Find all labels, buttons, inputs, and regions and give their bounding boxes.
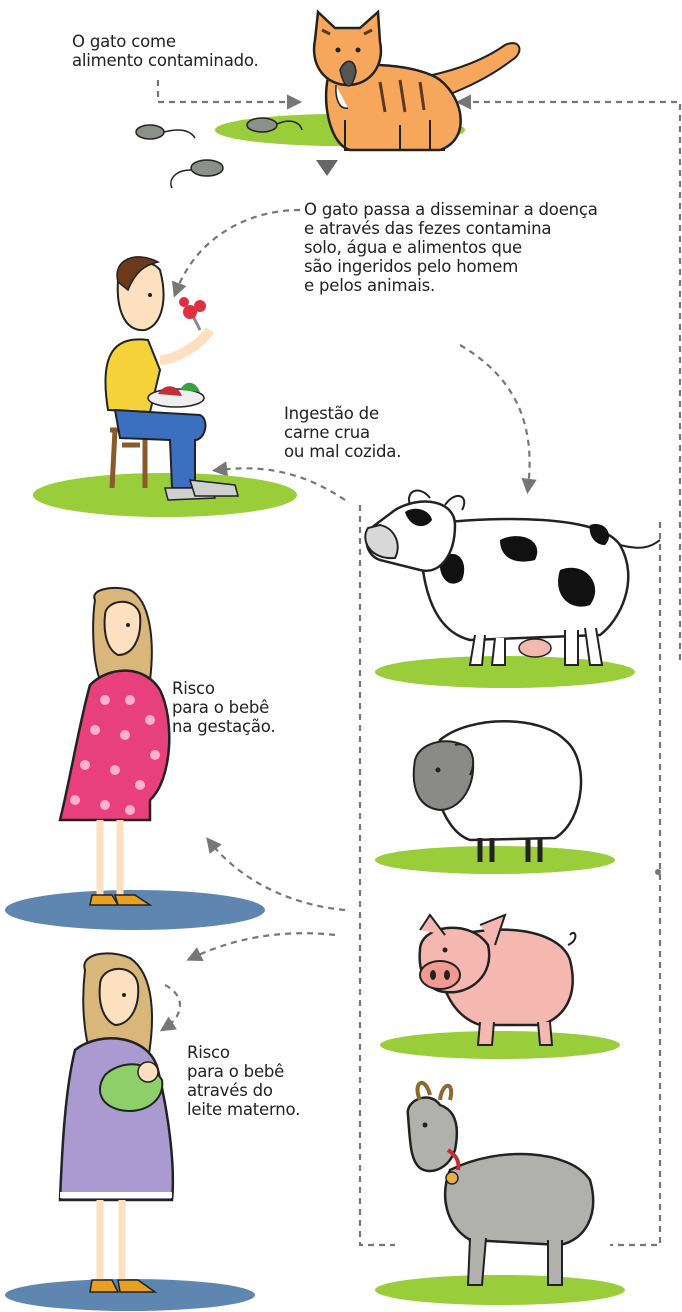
cow-illustration: [364, 489, 661, 688]
arrow-to-man: [171, 208, 301, 298]
sheep-illustration: [375, 720, 615, 874]
pregnant-woman-illustration: [5, 587, 265, 930]
caption-cat-spreads: O gato passa a disseminar a doença e atr…: [304, 200, 598, 295]
arrow-to-cow: [459, 344, 537, 495]
arrow-to-pregnant: [206, 837, 346, 912]
caption-milk-risk: Risco para o bebê através do leite mater…: [187, 1043, 301, 1119]
goat-illustration: [375, 1081, 625, 1305]
caption-raw-meat: Ingestão de carne crua ou mal cozida.: [284, 404, 402, 461]
animals-bracket-right: [610, 522, 662, 1247]
arrow-down-from-cat: [316, 160, 338, 176]
animals-bracket-left: [358, 505, 395, 1247]
arrow-to-mother: [186, 932, 336, 961]
cycle-arrows: [156, 80, 682, 1247]
nursing-mother-illustration: [5, 952, 255, 1311]
arrow-meat-to-man: [211, 461, 346, 501]
cat-illustration: [215, 9, 521, 152]
arrow-to-baby: [159, 984, 181, 1032]
caption-pregnancy-risk: Risco para o bebê na gestação.: [172, 679, 276, 736]
arrow-caption-to-cat: [156, 80, 303, 110]
pig-illustration: [380, 913, 620, 1059]
caption-cat-eats: O gato come alimento contaminado.: [72, 32, 259, 70]
man-illustration: [33, 256, 297, 517]
mice-illustration: [135, 117, 303, 189]
